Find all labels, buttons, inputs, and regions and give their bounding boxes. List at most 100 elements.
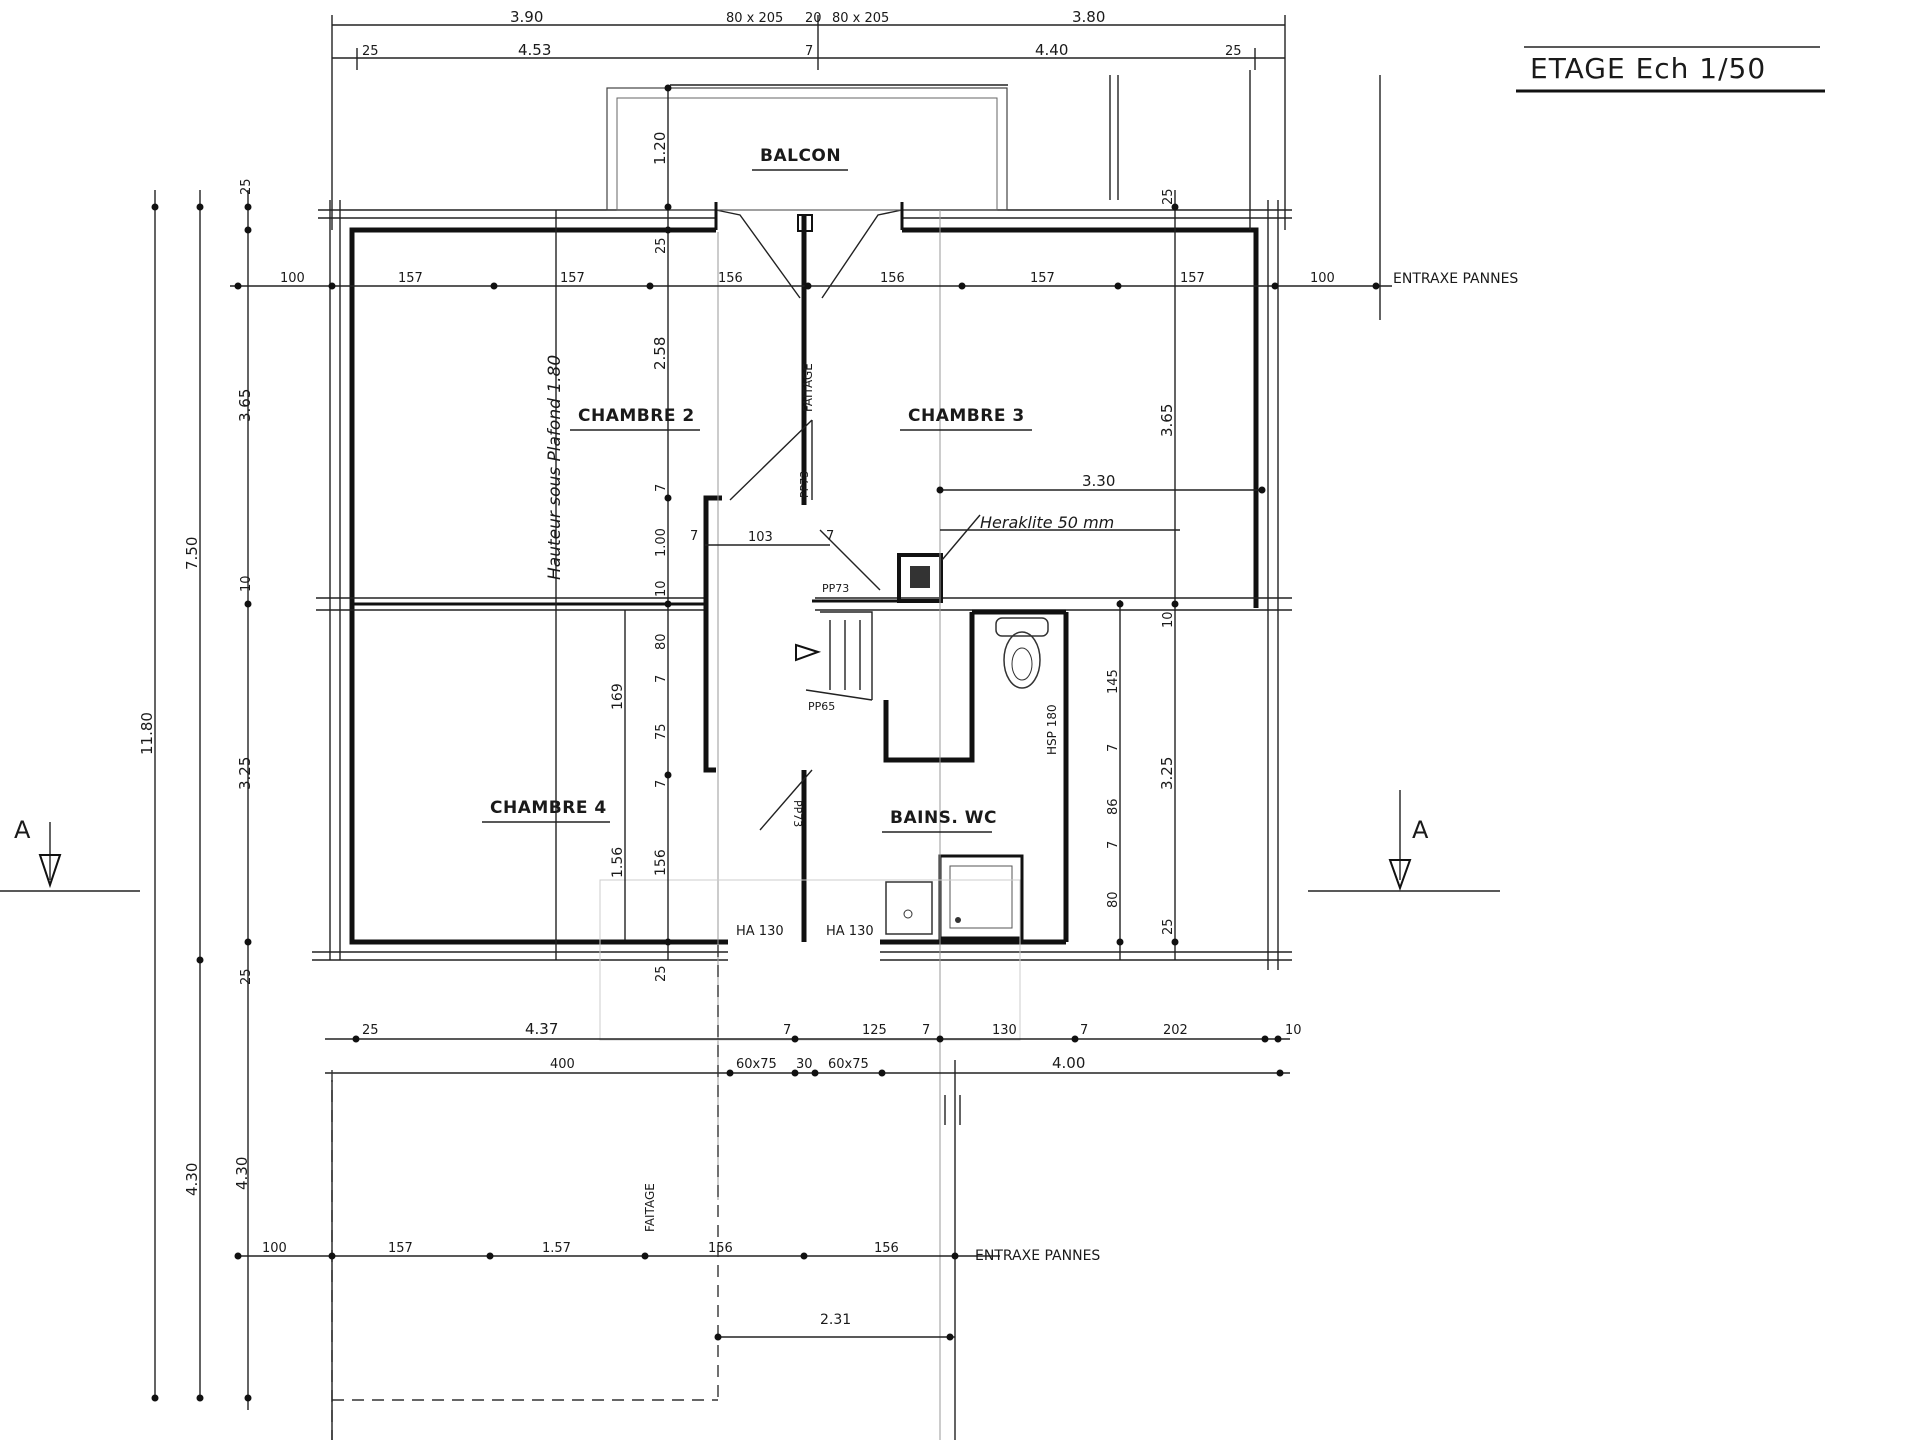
dim-7-bottom-c: 7 bbox=[1080, 1023, 1088, 1038]
section-mark-left: A bbox=[14, 816, 31, 844]
dimension-dots bbox=[151, 84, 1380, 1402]
label-pp73-c: PP73 bbox=[791, 800, 804, 827]
dim-156-a: 1.56 bbox=[610, 847, 626, 878]
label-hauteur-plafond: Hauteur sous Plafond 1.80 bbox=[545, 355, 565, 580]
dimensions-interior: 1.20 25 2.58 25 3.65 3.65 3.30 7 7 7 103… bbox=[138, 132, 1176, 985]
panne-top-4: 156 bbox=[718, 271, 743, 286]
dimensions-top: 3.90 80 x 205 20 80 x 205 3.80 25 4.53 7… bbox=[362, 8, 1242, 59]
dim-325-right: 3.25 bbox=[1158, 757, 1176, 790]
dim-7-bottom-a: 7 bbox=[783, 1023, 791, 1038]
dim-10-b: 10 bbox=[239, 575, 254, 592]
dim-1180: 11.80 bbox=[138, 712, 156, 755]
dim-window-60x75-a: 60x75 bbox=[736, 1057, 777, 1072]
drawing-title: ETAGE Ech 1/50 bbox=[1530, 52, 1766, 85]
note-labels: ENTRAXE PANNES ENTRAXE PANNES FAITAGE FA… bbox=[14, 271, 1518, 1264]
label-heraklite: Heraklite 50 mm bbox=[980, 513, 1114, 532]
dim-10-c: 10 bbox=[1161, 611, 1176, 628]
dim-window-60x75-b: 60x75 bbox=[828, 1057, 869, 1072]
label-entraxe-top: ENTRAXE PANNES bbox=[1393, 271, 1518, 287]
dim-231: 2.31 bbox=[820, 1312, 851, 1328]
bathroom-fixtures bbox=[885, 617, 1049, 940]
dim-100: 1.00 bbox=[654, 528, 669, 557]
panne-bottom-2: 157 bbox=[388, 1241, 413, 1256]
dim-7-d: 7 bbox=[654, 675, 669, 683]
dim-156-b: 156 bbox=[653, 849, 669, 876]
dim-25-left-bottom: 25 bbox=[239, 968, 254, 985]
dim-7-g: 7 bbox=[1106, 841, 1121, 849]
section-mark-right: A bbox=[1412, 816, 1429, 844]
dim-7-a: 7 bbox=[654, 484, 669, 492]
dim-7-c: 7 bbox=[826, 529, 834, 544]
dim-430-b: 4.30 bbox=[233, 1157, 251, 1190]
room-labels: BALCON CHAMBRE 2 CHAMBRE 3 CHAMBRE 4 BAI… bbox=[482, 146, 1032, 833]
dim-25-right-top: 25 bbox=[1161, 188, 1176, 205]
panne-top-1: 100 bbox=[280, 271, 305, 286]
dim-10-bottom: 10 bbox=[1285, 1023, 1302, 1038]
dim-400-b: 4.00 bbox=[1052, 1054, 1085, 1072]
label-ha130-right: HA 130 bbox=[826, 924, 874, 939]
panne-top-8: 100 bbox=[1310, 271, 1335, 286]
panne-bottom-1: 100 bbox=[262, 1241, 287, 1256]
dim-door-80x205-b: 80 x 205 bbox=[832, 11, 889, 26]
dimension-lines bbox=[0, 15, 1500, 1440]
dim-440: 4.40 bbox=[1035, 41, 1068, 59]
panne-top-3: 157 bbox=[560, 271, 585, 286]
dim-25-right-bottom: 25 bbox=[1161, 918, 1176, 935]
label-hsp180: HSP 180 bbox=[1045, 704, 1059, 755]
dim-453: 4.53 bbox=[518, 41, 551, 59]
walls bbox=[312, 87, 1292, 970]
dim-door-80x205-a: 80 x 205 bbox=[726, 11, 783, 26]
dim-80-a: 80 bbox=[654, 633, 669, 650]
dim-130: 130 bbox=[992, 1023, 1017, 1038]
dim-20: 20 bbox=[805, 11, 822, 26]
dim-7-b: 7 bbox=[690, 529, 698, 544]
room-bains-wc: BAINS. WC bbox=[890, 808, 997, 828]
shower-tray-icon bbox=[938, 854, 1024, 940]
room-chambre-2: CHAMBRE 2 bbox=[578, 406, 695, 426]
dim-25-bottom: 25 bbox=[362, 1023, 379, 1038]
room-chambre-3: CHAMBRE 3 bbox=[908, 406, 1025, 426]
sink-icon bbox=[885, 881, 933, 935]
dim-325-left: 3.25 bbox=[236, 757, 254, 790]
dim-103: 103 bbox=[748, 530, 773, 545]
panne-top-6: 157 bbox=[1030, 271, 1055, 286]
dim-7-top: 7 bbox=[805, 44, 813, 59]
label-ha130-left: HA 130 bbox=[736, 924, 784, 939]
dimensions-bottom: 25 4.37 7 125 7 130 7 202 10 400 60x75 3… bbox=[183, 1020, 1302, 1328]
room-balcon: BALCON bbox=[760, 146, 841, 166]
panne-bottom-4: 156 bbox=[708, 1241, 733, 1256]
dim-125: 125 bbox=[862, 1023, 887, 1038]
dim-400-a: 400 bbox=[550, 1057, 575, 1072]
dim-437: 4.37 bbox=[525, 1020, 558, 1038]
toilet-icon bbox=[995, 617, 1049, 689]
dim-30: 30 bbox=[796, 1057, 813, 1072]
dim-7-e: 7 bbox=[654, 780, 669, 788]
panne-top-5: 156 bbox=[880, 271, 905, 286]
dim-430-a: 4.30 bbox=[183, 1163, 201, 1196]
dimensions-pannes-bottom: 100 157 1.57 156 156 bbox=[262, 1241, 899, 1256]
dim-25-top-left-wall: 25 bbox=[239, 178, 254, 195]
dim-202: 202 bbox=[1163, 1023, 1188, 1038]
dim-380: 3.80 bbox=[1072, 8, 1105, 26]
dim-750: 7.50 bbox=[183, 537, 201, 570]
dim-258: 2.58 bbox=[651, 337, 669, 370]
dim-25-balcon: 25 bbox=[654, 237, 669, 254]
dim-75: 75 bbox=[654, 723, 669, 740]
dim-7-bottom-b: 7 bbox=[922, 1023, 930, 1038]
label-pp73-a: PP73 bbox=[798, 471, 811, 498]
dim-25-top-left: 25 bbox=[362, 44, 379, 59]
label-pp73-b: PP73 bbox=[822, 582, 849, 595]
dim-169: 169 bbox=[610, 683, 626, 710]
dim-365-right: 3.65 bbox=[1158, 404, 1176, 437]
panne-top-2: 157 bbox=[398, 271, 423, 286]
panne-top-7: 157 bbox=[1180, 271, 1205, 286]
label-faitage-bottom: FAITAGE bbox=[643, 1183, 657, 1232]
dim-86: 86 bbox=[1106, 798, 1121, 815]
dim-330: 3.30 bbox=[1082, 472, 1115, 490]
dim-365-left: 3.65 bbox=[236, 389, 254, 422]
dim-25-top-right: 25 bbox=[1225, 44, 1242, 59]
panne-bottom-3: 1.57 bbox=[542, 1241, 571, 1256]
label-entraxe-bottom: ENTRAXE PANNES bbox=[975, 1248, 1100, 1264]
dim-145: 145 bbox=[1106, 669, 1121, 694]
